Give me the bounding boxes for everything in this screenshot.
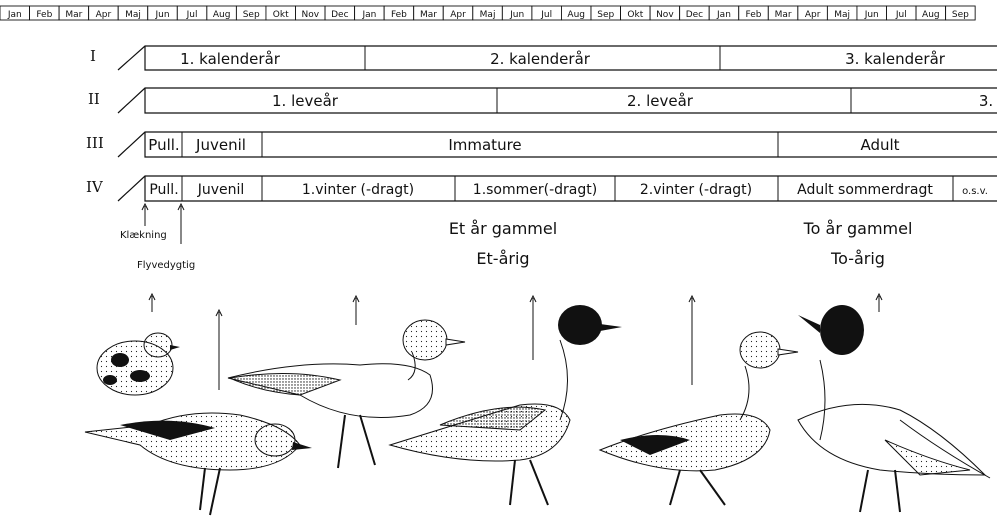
cell-juvenil-iv: Juvenil: [197, 182, 245, 198]
marker-fledging: Flyvedygtig: [137, 260, 195, 271]
marker-hatching: Klækning: [120, 230, 167, 241]
cell-life-year-1: 1. leveår: [272, 92, 339, 110]
month-label: Sep: [243, 10, 260, 20]
cell-immature: Immature: [448, 136, 521, 154]
adult-summer-illustration: [797, 305, 991, 513]
month-label: Aug: [922, 10, 940, 20]
row-label-i: I: [90, 47, 96, 65]
two-year-age-text: To-årig: [830, 249, 885, 268]
month-label: Jan: [361, 10, 376, 20]
month-label: Feb: [391, 10, 407, 20]
month-label: Okt: [273, 10, 289, 20]
month-label: Jul: [540, 10, 552, 20]
cell-first-winter: 1.vinter (-dragt): [302, 182, 414, 198]
month-label: Apr: [805, 10, 821, 20]
month-label: Sep: [952, 10, 969, 20]
month-label: Feb: [746, 10, 762, 20]
cell-life-year-3: 3.: [979, 92, 993, 110]
row-label-iii: III: [86, 134, 104, 152]
month-label: Jul: [186, 10, 198, 20]
month-label: Maj: [125, 10, 141, 20]
month-label: Aug: [567, 10, 585, 20]
cell-etc: o.s.v.: [962, 186, 988, 197]
row-i: I 1. kalenderår 2. kalenderår 3. kalende…: [90, 45, 997, 71]
row-ii: II 1. leveår 2. leveår 3.: [88, 87, 997, 114]
cell-juvenil: Juvenil: [195, 136, 246, 154]
month-label: Apr: [450, 10, 466, 20]
row-label-ii: II: [88, 90, 100, 108]
cell-calendar-year-1: 1. kalenderår: [180, 50, 281, 68]
month-label: Apr: [96, 10, 112, 20]
first-winter-illustration: [227, 319, 466, 469]
cell-calendar-year-2: 2. kalenderår: [490, 50, 591, 68]
two-year-old-text: To år gammel: [803, 219, 913, 238]
bird-pointer-arrows: [148, 292, 883, 390]
cell-calendar-year-3: 3. kalenderår: [845, 50, 946, 68]
month-label: Sep: [597, 10, 614, 20]
month-label: Nov: [301, 10, 319, 20]
one-year-old-text: Et år gammel: [449, 219, 557, 238]
month-label: Jul: [895, 10, 907, 20]
month-label: Nov: [656, 10, 674, 20]
cell-adult: Adult: [860, 136, 899, 154]
life-event-markers: Klækning Flyvedygtig: [120, 202, 195, 271]
cell-pull-iv: Pull.: [149, 182, 178, 198]
row-iv: IV Pull. Juvenil 1.vinter (-dragt) 1.som…: [86, 175, 997, 202]
month-label: Aug: [213, 10, 231, 20]
juvenile-illustration: [84, 412, 312, 516]
month-label: Feb: [36, 10, 52, 20]
month-strip: Jan Feb Mar Apr Maj Jun Jul Aug Sep Okt Nov Dec Jan F…: [0, 5, 976, 21]
month-label: Dec: [331, 10, 348, 20]
row-label-iv: IV: [86, 178, 104, 196]
age-rows: I 1. kalenderår 2. kalenderår 3. kalende…: [86, 45, 997, 202]
month-label: Mar: [420, 10, 437, 20]
second-winter-illustration: [598, 331, 799, 506]
month-label: Mar: [775, 10, 792, 20]
month-label: Jan: [7, 10, 22, 20]
month-label: Jun: [509, 10, 524, 20]
cell-second-winter: 2.vinter (-dragt): [640, 182, 752, 198]
cell-pull: Pull.: [148, 136, 179, 154]
row-iii: III Pull. Juvenil Immature Adult: [86, 131, 997, 158]
month-label: Jan: [716, 10, 731, 20]
month-label: Dec: [686, 10, 703, 20]
month-label: Jun: [864, 10, 879, 20]
cell-life-year-2: 2. leveår: [627, 92, 694, 110]
one-year-age-text: Et-årig: [476, 249, 529, 268]
month-label: Maj: [480, 10, 496, 20]
month-label: Mar: [65, 10, 82, 20]
cell-adult-summer: Adult sommerdragt: [797, 182, 933, 198]
cell-first-summer: 1.sommer(-dragt): [473, 182, 597, 198]
chick-illustration: [96, 332, 180, 396]
month-label: Okt: [627, 10, 643, 20]
age-notes: Et år gammel Et-årig To år gammel To-åri…: [449, 219, 913, 268]
first-summer-illustration: [388, 305, 622, 506]
month-label: Maj: [834, 10, 850, 20]
month-cell: [945, 5, 976, 21]
month-label: Jun: [154, 10, 169, 20]
